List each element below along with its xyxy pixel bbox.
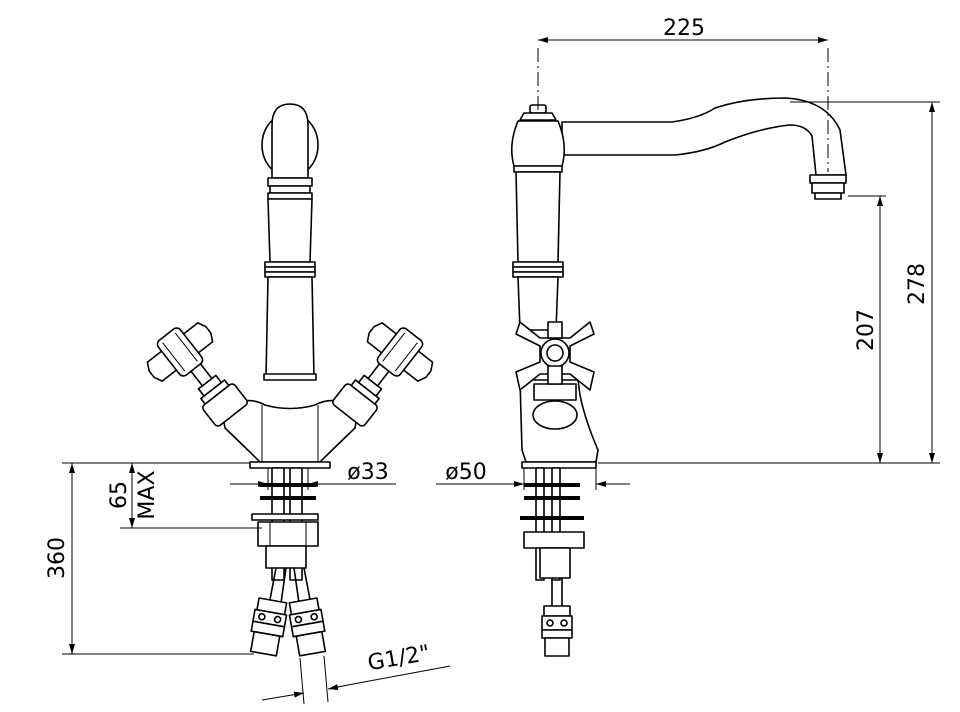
- left-hose: [249, 567, 288, 657]
- right-hose: [288, 567, 327, 657]
- dim-base-diameter: ø50: [445, 460, 486, 485]
- dim-total-height: 278: [905, 263, 930, 305]
- valve-body: [221, 399, 359, 469]
- dim-deck-thickness: 65: [107, 481, 132, 509]
- dim-spout-reach: 225: [663, 16, 705, 41]
- side-cross-handle: [515, 321, 595, 391]
- dimension-lines: [62, 37, 940, 705]
- lever-handle: [261, 103, 319, 200]
- dim-spout-height: 207: [854, 309, 879, 351]
- right-cross-handle: [366, 322, 434, 382]
- side-column: [512, 171, 564, 331]
- faucet-column: [263, 198, 317, 381]
- side-view-faucet: [510, 97, 847, 657]
- spout: [561, 97, 847, 176]
- front-shank: [251, 467, 319, 581]
- side-shank: [520, 467, 585, 657]
- left-cross-handle: [146, 322, 214, 382]
- side-head: [510, 104, 566, 173]
- dim-connector-length: 360: [45, 537, 70, 579]
- side-valve-body: [519, 379, 599, 469]
- front-view-faucet: [146, 103, 434, 657]
- dim-shank-diameter: ø33: [347, 460, 388, 485]
- dim-deck-thickness-suffix: MAX: [135, 470, 160, 519]
